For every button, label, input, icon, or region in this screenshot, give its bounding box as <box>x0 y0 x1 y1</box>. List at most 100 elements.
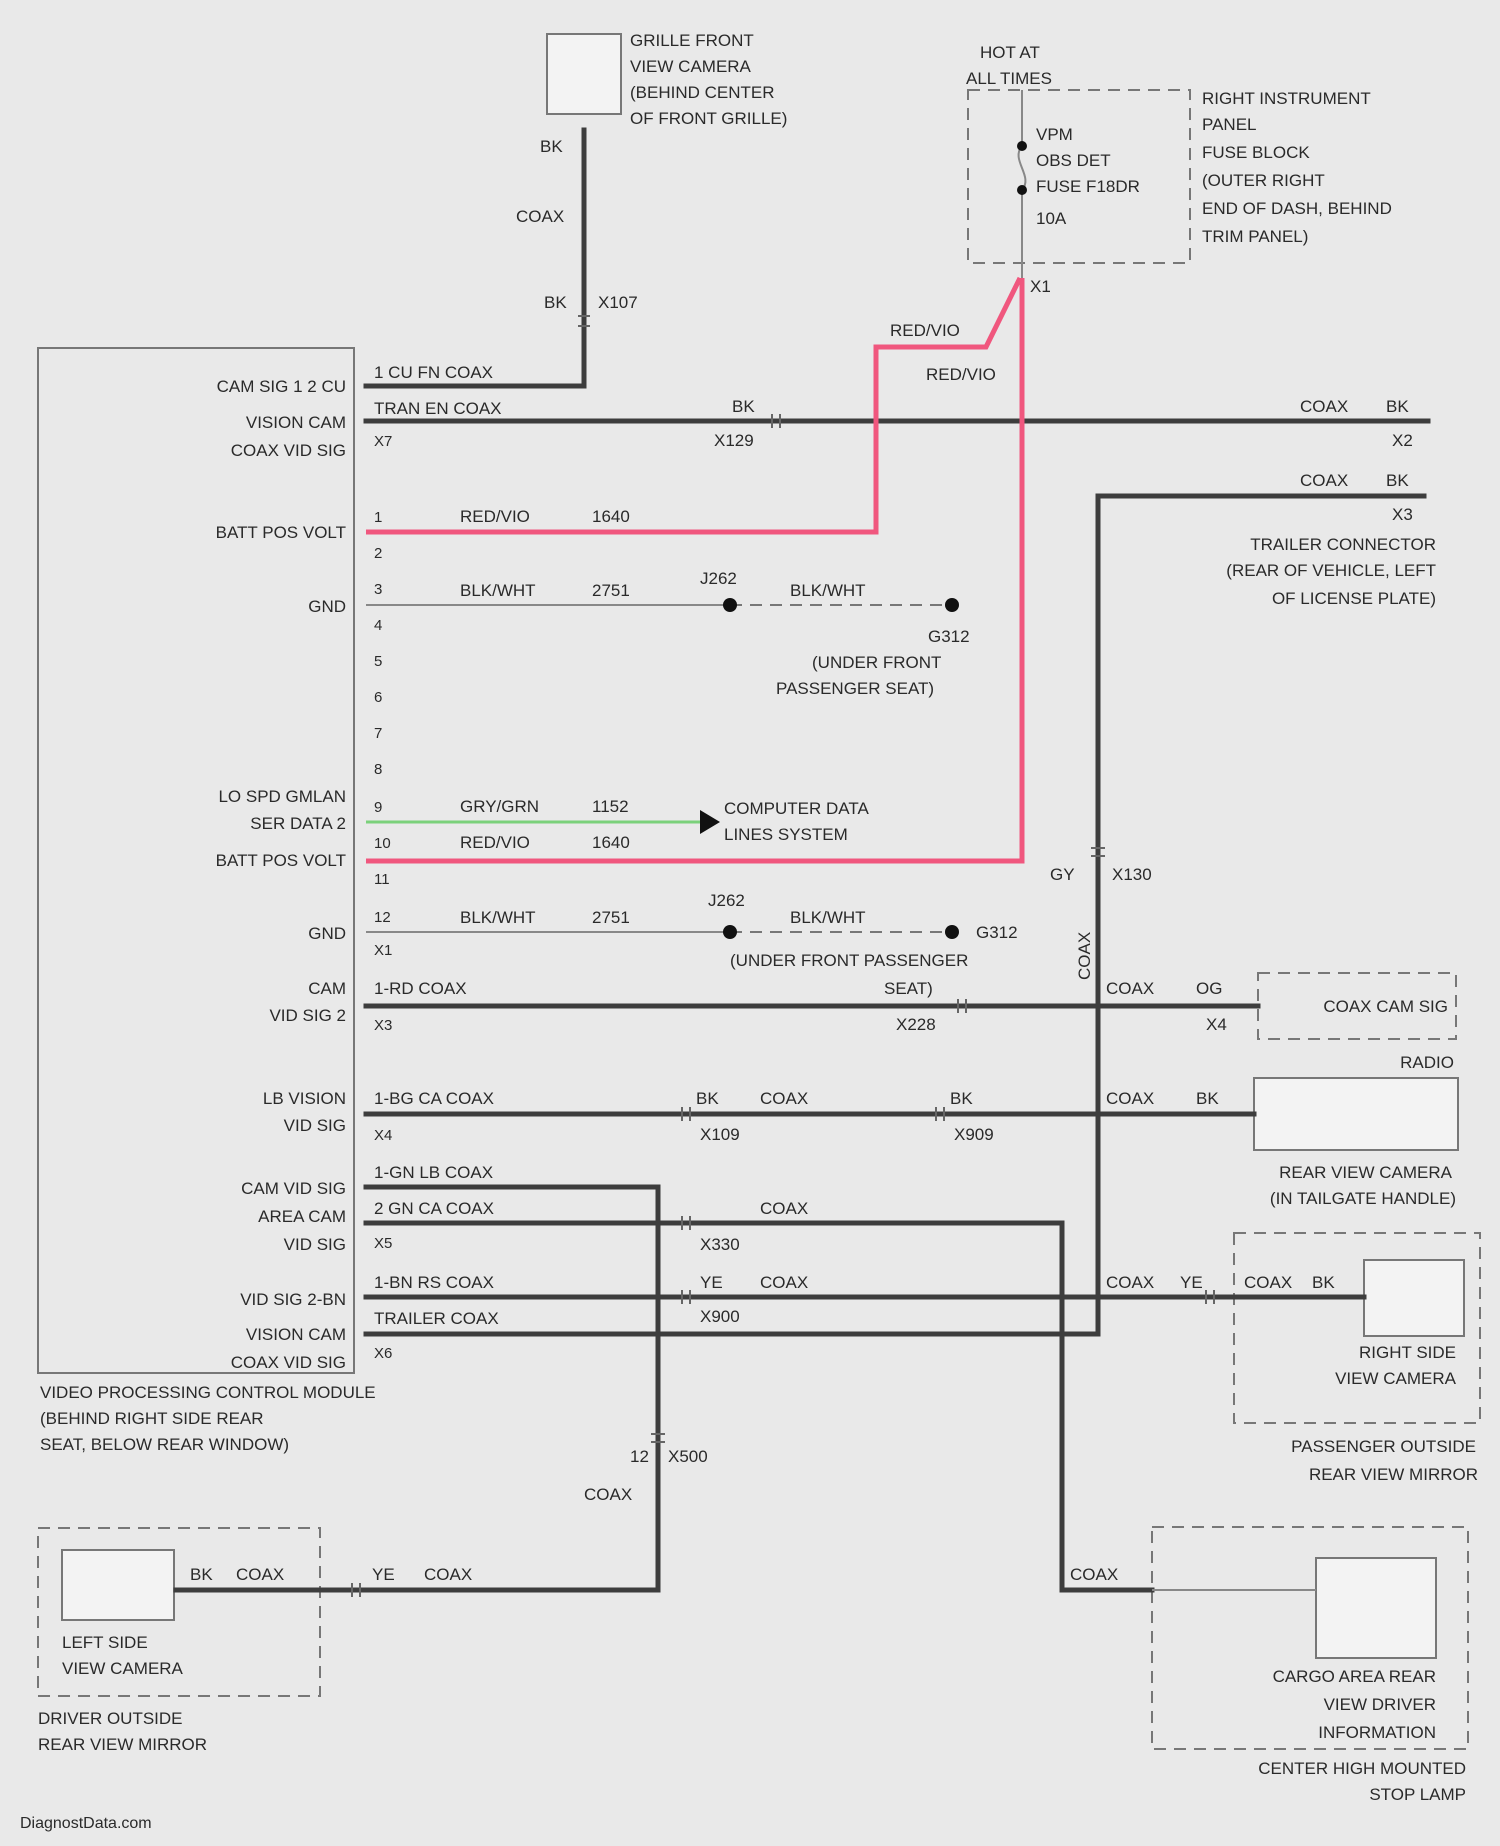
pin-label-area-cam: AREA CAM <box>258 1207 346 1226</box>
pin-conn-x5: X5 <box>374 1235 392 1252</box>
pin-conn-x7: X7 <box>374 433 392 450</box>
wl-blk-wht-1: BLK/WHT <box>460 581 536 600</box>
wl-ye-2: YE <box>1180 1273 1203 1292</box>
chmsl-1: CENTER HIGH MOUNTED <box>1258 1759 1466 1778</box>
pin-label-vid-sig-a: VID SIG <box>284 1116 346 1135</box>
wl-coax-4: COAX <box>1106 979 1154 998</box>
fuse-block-5: END OF DASH, BEHIND <box>1202 199 1392 218</box>
pin-label-vision-cam-1: VISION CAM <box>246 413 346 432</box>
pin-5: 5 <box>374 653 382 670</box>
wl-coax-trans: TRAN EN COAX <box>374 399 502 418</box>
splice-j262-b-label: J262 <box>708 891 745 910</box>
computer-data-1: COMPUTER DATA <box>724 799 869 818</box>
splice-j262-b <box>723 925 737 939</box>
pin-label-gnd-1: GND <box>308 597 346 616</box>
pin-label-batt-pos-2: BATT POS VOLT <box>216 851 346 870</box>
cargo-camera-3: INFORMATION <box>1318 1723 1436 1742</box>
wl-blk-wht-2b: BLK/WHT <box>790 908 866 927</box>
wl-coax-14: COAX <box>1070 1565 1118 1584</box>
wl-coax-front: 1 CU FN COAX <box>374 363 493 382</box>
pin-label-cam-vid-sig: CAM VID SIG <box>241 1179 346 1198</box>
conn-x109: X109 <box>700 1125 740 1144</box>
pin-4: 4 <box>374 617 382 634</box>
ground-g312-b <box>945 925 959 939</box>
wl-blk-wht-2: BLK/WHT <box>460 908 536 927</box>
radio-box <box>1254 1078 1458 1150</box>
pin-label-batt-pos-1: BATT POS VOLT <box>216 523 346 542</box>
fuse-terminal-bottom <box>1017 185 1027 195</box>
fuse-block-6: TRIM PANEL) <box>1202 227 1308 246</box>
grille-camera-1: GRILLE FRONT <box>630 31 754 50</box>
rear-camera-2: (IN TAILGATE HANDLE) <box>1270 1189 1456 1208</box>
pin-2: 2 <box>374 545 382 562</box>
coax-cam-sig: COAX CAM SIG <box>1323 997 1448 1016</box>
splice-j262-a <box>723 598 737 612</box>
wl-1640-2: 1640 <box>592 833 630 852</box>
wl-coax-7: COAX <box>760 1199 808 1218</box>
conn-x900: X900 <box>700 1307 740 1326</box>
footer-watermark: DiagnostData.com <box>20 1815 152 1832</box>
wl-red-vio-1: RED/VIO <box>460 507 530 526</box>
splice-j262-a-label: J262 <box>700 569 737 588</box>
wl-coax-12: COAX <box>236 1565 284 1584</box>
cargo-camera-2: VIEW DRIVER <box>1324 1695 1436 1714</box>
passenger-mirror-2: REAR VIEW MIRROR <box>1309 1465 1478 1484</box>
driver-mirror-1: DRIVER OUTSIDE <box>38 1709 183 1728</box>
component-labels: GRILLE FRONT VIEW CAMERA (BEHIND CENTER … <box>630 31 1392 246</box>
pin-label-cam: CAM <box>308 979 346 998</box>
pin-label-gnd-2: GND <box>308 924 346 943</box>
fuse-element <box>1019 146 1026 190</box>
wl-gn-coax: 1-GN LB COAX <box>374 1163 493 1182</box>
right-camera-1: RIGHT SIDE <box>1359 1343 1456 1362</box>
fuse-4: 10A <box>1036 209 1067 228</box>
pin-12: 12 <box>374 909 391 926</box>
passenger-mirror-1: PASSENGER OUTSIDE <box>1291 1437 1476 1456</box>
fuse-block-3: FUSE BLOCK <box>1202 143 1310 162</box>
pin-7: 7 <box>374 725 382 742</box>
wl-gry-grn: GRY/GRN <box>460 797 539 816</box>
wl-coax-11: COAX <box>584 1485 632 1504</box>
left-camera-box <box>62 1550 174 1620</box>
wl-coax-9: COAX <box>1106 1273 1154 1292</box>
fuse-1: VPM <box>1036 125 1073 144</box>
cargo-camera-1: CARGO AREA REAR <box>1273 1667 1436 1686</box>
wl-2751-1: 2751 <box>592 581 630 600</box>
pin-label-vision-cam-2: VISION CAM <box>246 1325 346 1344</box>
wl-red-vio-4: RED/VIO <box>926 365 996 384</box>
hot-at-2: ALL TIMES <box>966 69 1052 88</box>
wl-og: OG <box>1196 979 1222 998</box>
grille-camera-box <box>547 34 621 114</box>
grille-camera-3: (BEHIND CENTER <box>630 83 775 102</box>
wl-coax-1: COAX <box>516 207 564 226</box>
g312b-loc: (UNDER FRONT PASSENGER <box>730 951 968 970</box>
pin-label-vid-sig-b: VID SIG <box>284 1235 346 1254</box>
wl-gn2-coax: 2 GN CA COAX <box>374 1199 494 1218</box>
fuse-terminal-top <box>1017 141 1027 151</box>
hot-at-1: HOT AT <box>980 43 1040 62</box>
wl-bk-4: BK <box>1386 397 1409 416</box>
conn-x330: X330 <box>700 1235 740 1254</box>
front-camera-wire <box>366 130 584 386</box>
conn-x228: X228 <box>896 1015 936 1034</box>
wl-rd-coax: 1-RD COAX <box>374 979 467 998</box>
wl-trailer-coax: TRAILER COAX <box>374 1309 499 1328</box>
wl-gy: GY <box>1050 865 1075 884</box>
g312a-loc-2: PASSENGER SEAT) <box>776 679 934 698</box>
g312b-label: G312 <box>976 923 1018 942</box>
rear-camera-1: REAR VIEW CAMERA <box>1279 1163 1453 1182</box>
conn-x909: X909 <box>954 1125 994 1144</box>
conn-x1-fuse: X1 <box>1030 277 1051 296</box>
pin-label-lo-spd: LO SPD GMLAN <box>218 787 346 806</box>
pin-conn-x4: X4 <box>374 1127 392 1144</box>
right-camera-2: VIEW CAMERA <box>1335 1369 1457 1388</box>
g312a-label: G312 <box>928 627 970 646</box>
wl-bn-coax: 1-BN RS COAX <box>374 1273 494 1292</box>
pin-3: 3 <box>374 581 382 598</box>
wl-coax-6: COAX <box>1106 1089 1154 1108</box>
wl-coax-3: COAX <box>1300 471 1348 490</box>
wl-bk-6: BK <box>950 1089 973 1108</box>
wl-coax-5: COAX <box>760 1089 808 1108</box>
trailer-connector-3: OF LICENSE PLATE) <box>1272 589 1436 608</box>
left-camera-2: VIEW CAMERA <box>62 1659 184 1678</box>
